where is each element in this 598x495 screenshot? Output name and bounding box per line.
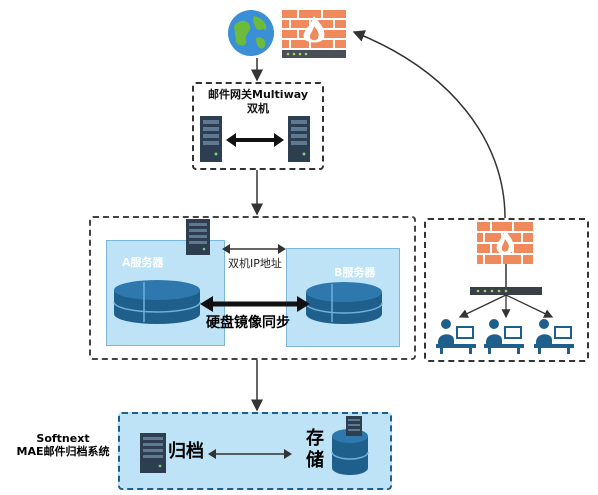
mirror-label: 硬盘镜像同步 <box>206 315 290 331</box>
gateway-title-line2: 双机 <box>247 102 269 115</box>
server-icon <box>140 433 166 473</box>
workstation-icon <box>534 319 574 354</box>
dual-ip-arrow <box>222 244 286 254</box>
server-a-label: A服务器 <box>122 256 164 269</box>
archive-storage-arrow <box>208 449 292 459</box>
workstation-icon <box>484 319 524 354</box>
storage-label-line2: 储 <box>306 450 324 471</box>
lan-vertical-line <box>505 264 507 288</box>
switch-icon <box>470 287 542 295</box>
archive-system-label-line1: Softnext <box>36 432 90 445</box>
server-b-label: B服务器 <box>334 266 376 279</box>
server-icon <box>288 116 310 162</box>
globe-icon <box>228 10 274 56</box>
server-icon <box>186 219 210 255</box>
gateway-title: 邮件网关Multiway 双机 <box>192 88 324 116</box>
storage-label: 存 储 <box>306 428 324 472</box>
gateway-title-line1: 邮件网关Multiway <box>208 88 308 101</box>
connector-lan-firewall <box>352 30 506 219</box>
archive-system-label-line2: MAE邮件归档系统 <box>16 445 110 458</box>
firewall-icon <box>282 10 346 58</box>
workstation-icon <box>436 319 476 354</box>
server-icon <box>200 116 222 162</box>
database-icon <box>113 280 201 324</box>
archive-system-label: Softnext MAE邮件归档系统 <box>8 432 118 458</box>
storage-label-line1: 存 <box>306 428 324 449</box>
firewall-icon <box>477 222 533 264</box>
lan-fanout <box>458 294 554 319</box>
database-icon <box>305 282 383 324</box>
mirror-sync-arrow <box>200 296 310 312</box>
gateway-sync-arrow <box>226 133 284 147</box>
server-icon <box>346 416 362 436</box>
dual-ip-label: 双机IP地址 <box>228 257 282 270</box>
archive-label: 归档 <box>168 441 204 462</box>
